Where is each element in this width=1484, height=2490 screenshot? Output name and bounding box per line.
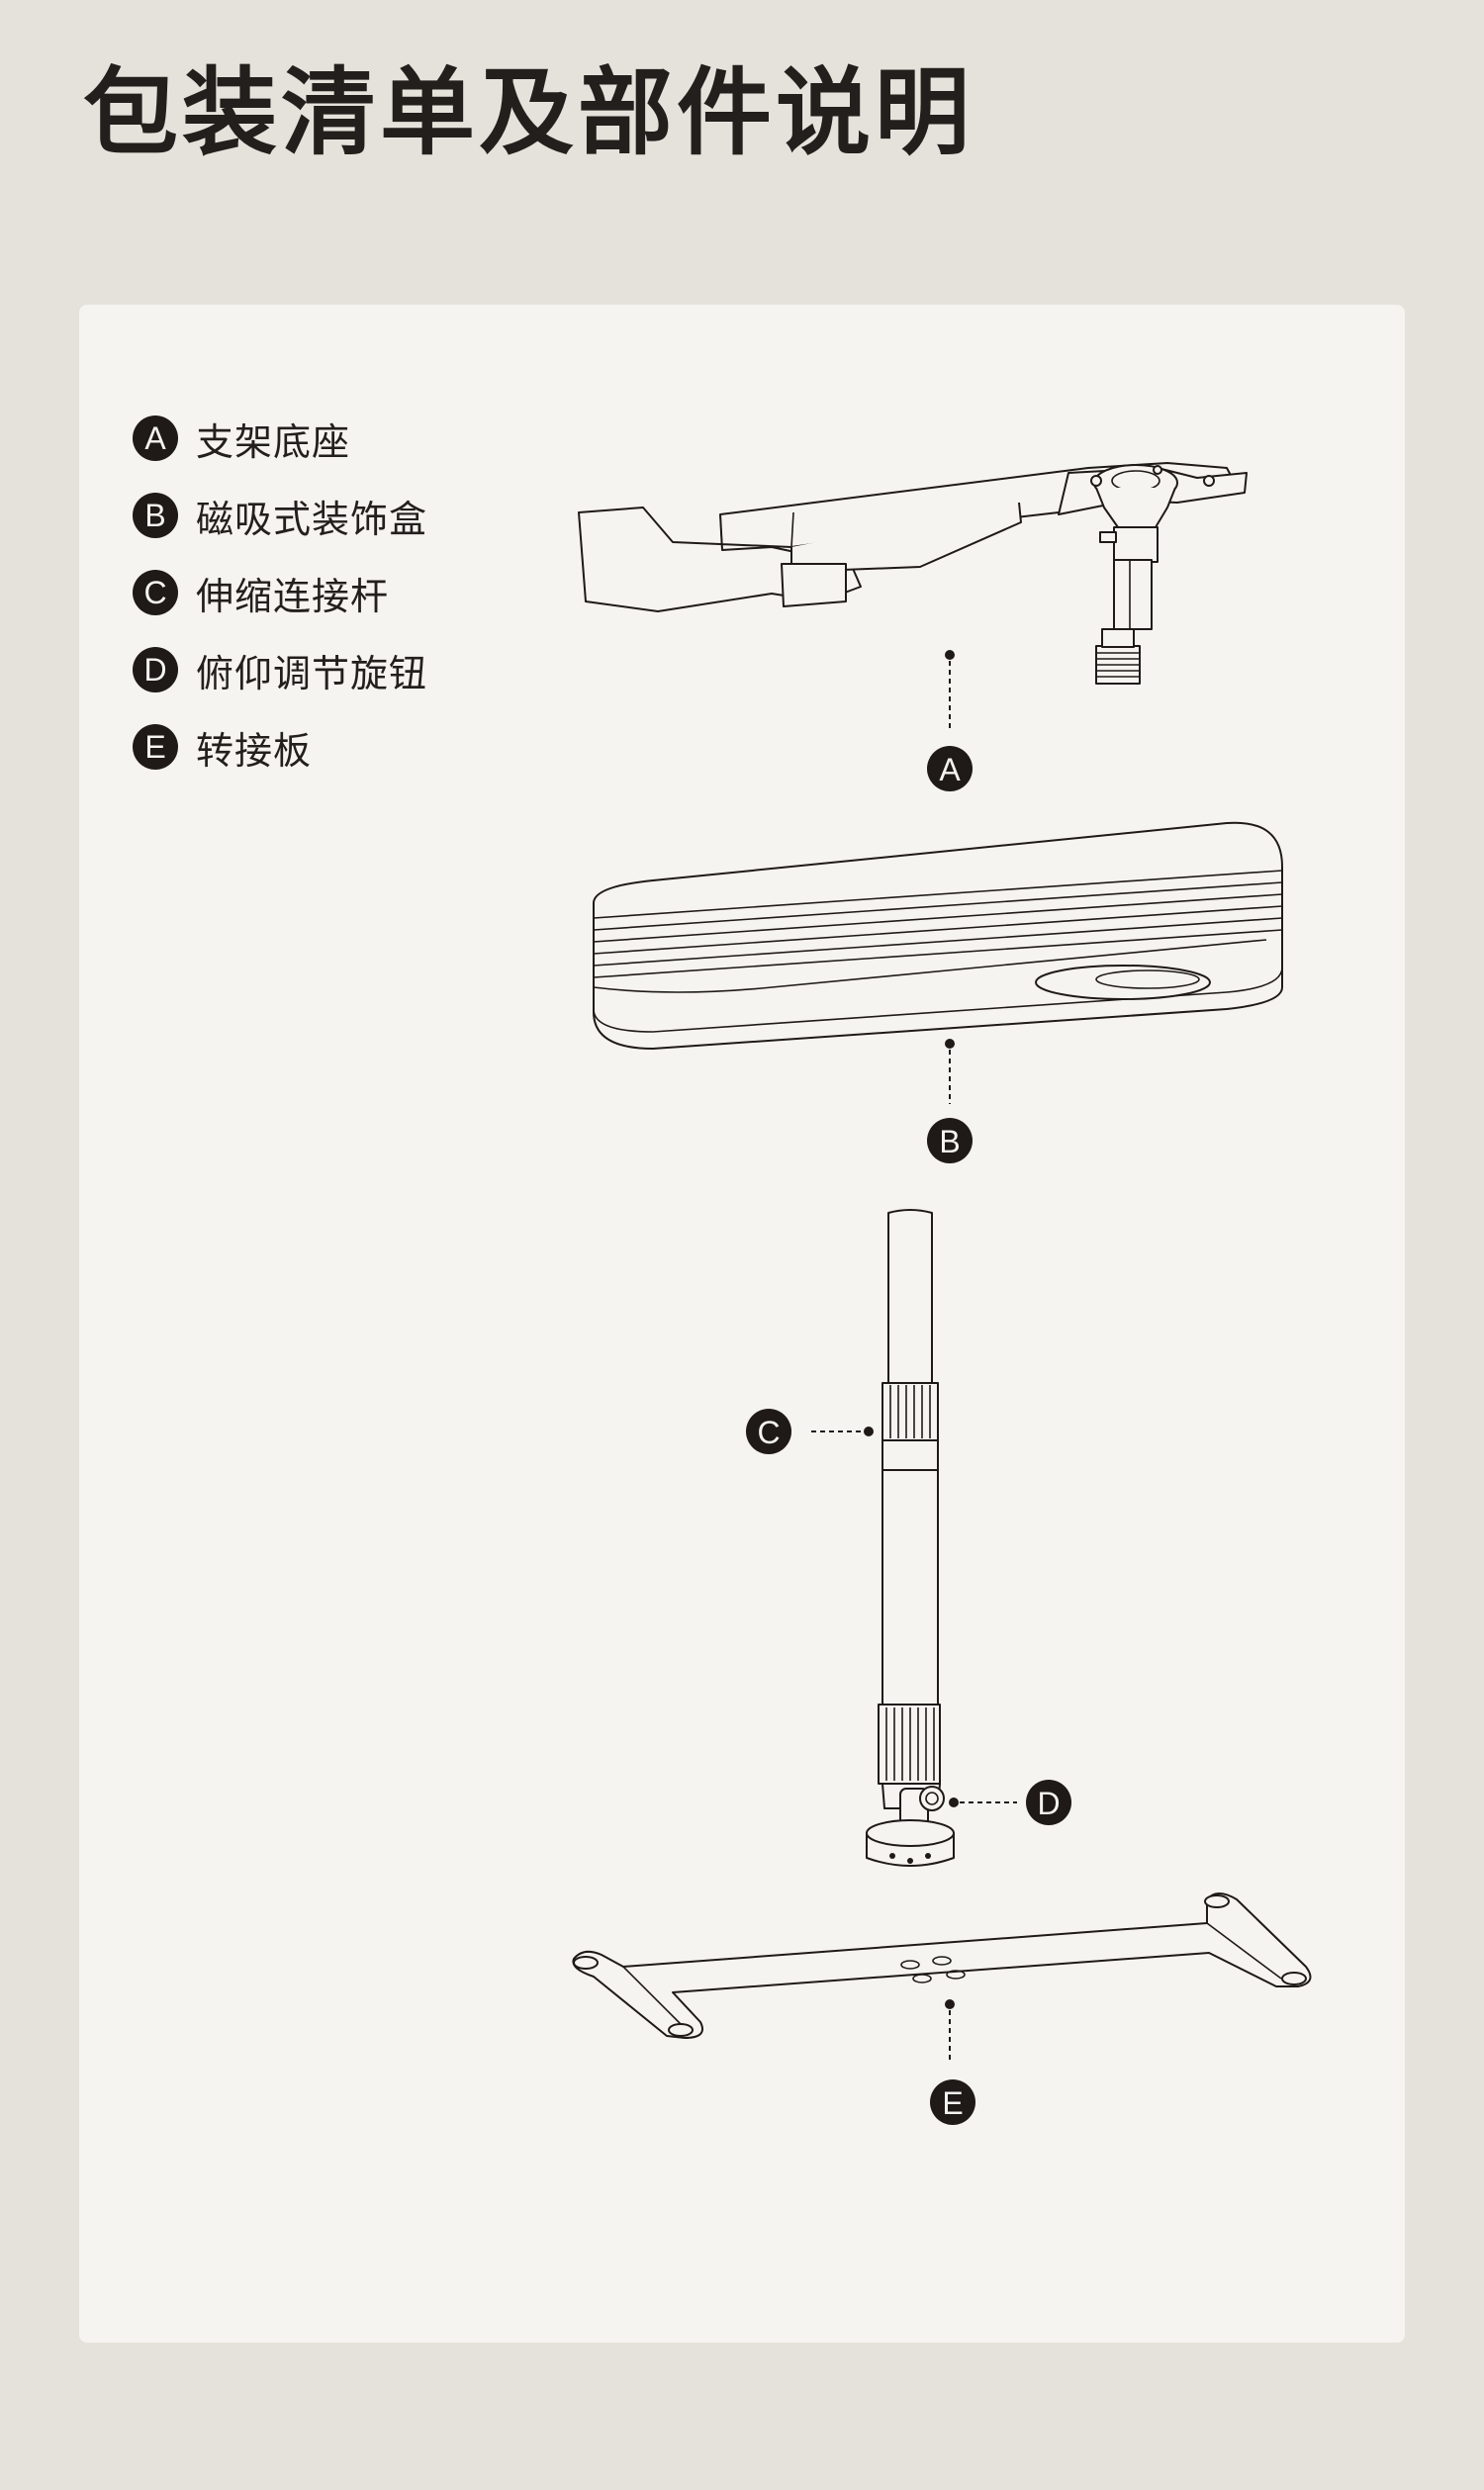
legend-item-d: D 俯仰调节旋钮 <box>133 631 427 708</box>
callout-a <box>927 746 973 791</box>
legend-label-c: 伸缩连接杆 <box>196 574 390 618</box>
exploded-view-drawing: A B <box>572 462 1312 2125</box>
callout-e <box>930 2079 975 2125</box>
parts-card: A 支架底座 B 磁吸式装饰盒 C 伸缩连接杆 D 俯仰调节旋钮 E 转接板 <box>79 305 1405 2343</box>
leader-b: B <box>927 1039 973 1163</box>
legend-label-d: 俯仰调节旋钮 <box>196 651 428 695</box>
legend-item-a: A 支架底座 <box>133 400 427 477</box>
leader-a: A <box>927 650 973 791</box>
callout-d-text: D <box>1037 1786 1060 1821</box>
parts-legend: A 支架底座 B 磁吸式装饰盒 C 伸缩连接杆 D 俯仰调节旋钮 E 转接板 <box>133 400 427 785</box>
legend-item-e: E 转接板 <box>133 708 427 785</box>
leader-c: C <box>746 1409 874 1454</box>
badge-e: E <box>133 724 178 770</box>
legend-item-b: B 磁吸式装饰盒 <box>133 477 427 554</box>
legend-label-a: 支架底座 <box>196 419 351 464</box>
badge-c: C <box>133 570 178 615</box>
callout-a-text: A <box>939 752 961 787</box>
legend-label-b: 磁吸式装饰盒 <box>196 497 428 541</box>
leader-e: E <box>930 1999 975 2125</box>
leader-d: D <box>949 1780 1071 1825</box>
telescopic-rod-illustration <box>866 1209 955 1867</box>
bracket-base-illustration <box>578 462 1248 685</box>
adapter-plate-illustration <box>572 1892 1312 2039</box>
badge-a: A <box>133 415 178 461</box>
legend-item-c: C 伸缩连接杆 <box>133 554 427 631</box>
legend-label-e: 转接板 <box>196 728 313 773</box>
badge-b: B <box>133 493 178 538</box>
callout-b <box>927 1118 973 1163</box>
callout-c <box>746 1409 791 1454</box>
callout-d <box>1026 1780 1071 1825</box>
callout-b-text: B <box>939 1124 960 1159</box>
decorative-box-illustration <box>593 821 1283 1050</box>
callout-e-text: E <box>942 2085 963 2121</box>
badge-d: D <box>133 647 178 692</box>
callout-c-text: C <box>757 1415 780 1450</box>
page-title: 包装清单及部件说明 <box>83 57 974 168</box>
